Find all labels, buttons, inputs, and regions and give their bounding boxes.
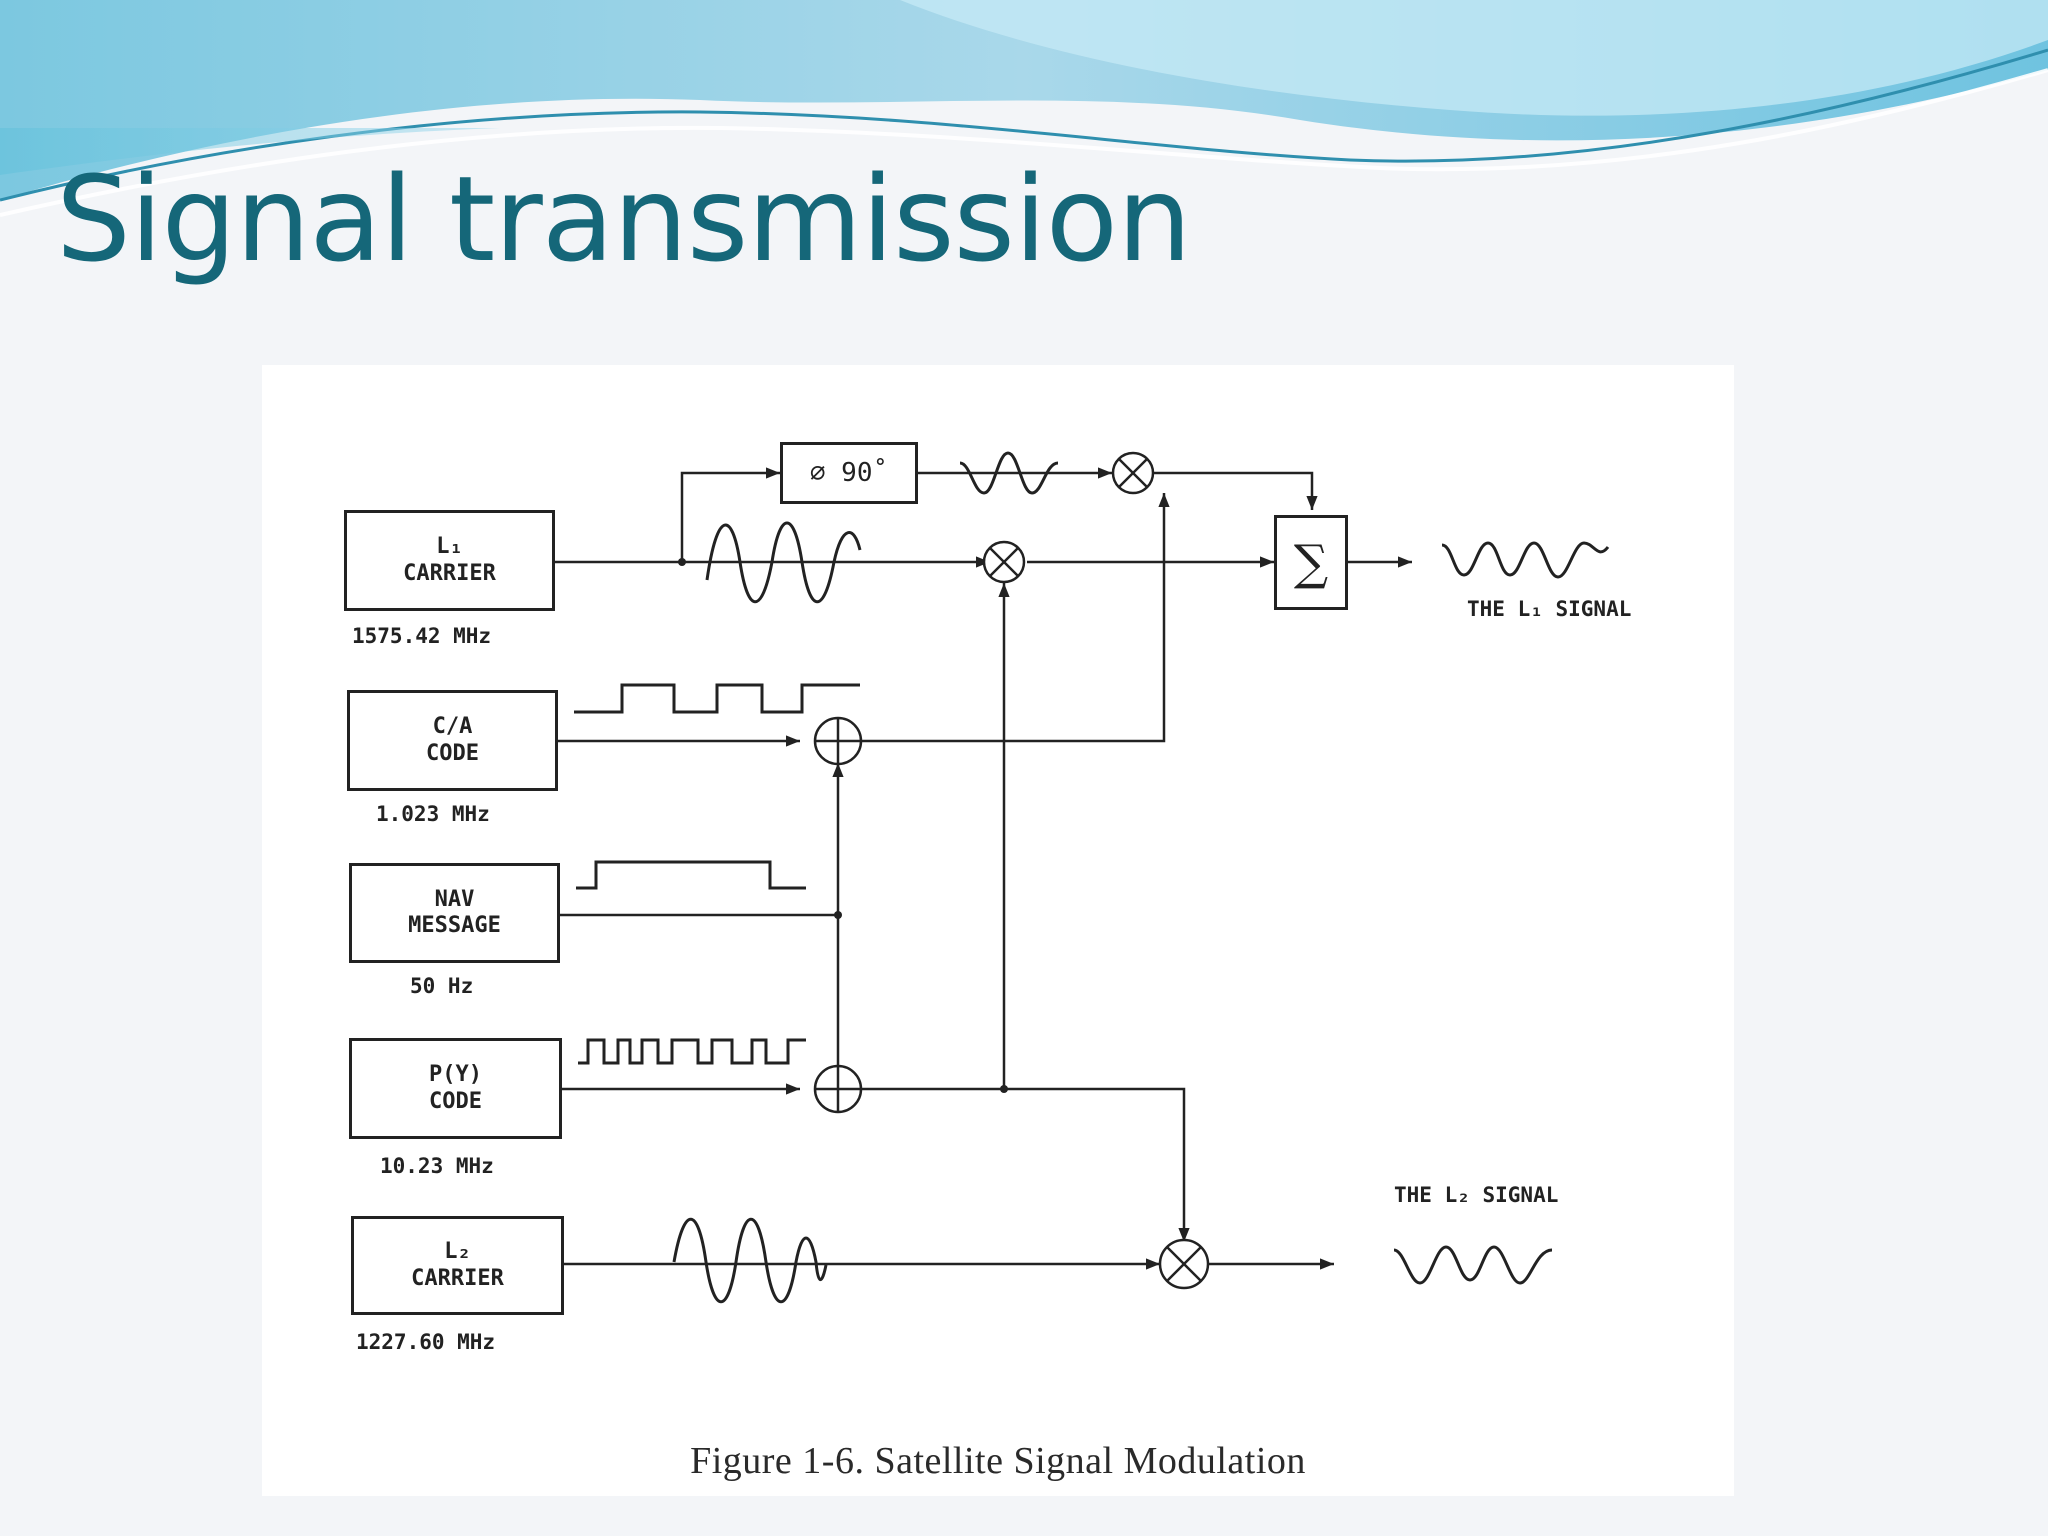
py-code-label-line1: P(Y): [429, 1062, 482, 1088]
l2-carrier-block: L₂ CARRIER: [351, 1216, 564, 1315]
sine-wave-icon: [959, 451, 1059, 495]
header-wave-decoration: [0, 0, 2048, 217]
ca-code-label-line1: C/A: [432, 714, 473, 740]
py-code-block: P(Y) CODE: [349, 1038, 562, 1139]
junction-dot: [1000, 1085, 1008, 1093]
l2-carrier-label-line2: CARRIER: [411, 1265, 504, 1291]
nav-message-label-line2: MESSAGE: [408, 913, 501, 938]
ca-adder-to-quad-mixer-line: [838, 493, 1170, 743]
junction-dot: [834, 911, 842, 919]
l2-output-wave: [1393, 1245, 1553, 1285]
square-wave-icon: [576, 860, 806, 890]
mixer-icon: [1111, 451, 1155, 495]
square-wave-icon: [578, 1038, 806, 1065]
l1-phase-branch-line: [680, 467, 780, 562]
l1-carrier-frequency: 1575.42 MHz: [352, 624, 492, 648]
slide-title: Signal transmission: [56, 150, 1192, 288]
py-code-label-line2: CODE: [429, 1088, 482, 1114]
ca-code-block: C/A CODE: [347, 690, 558, 791]
sine-wave-icon: [672, 1217, 828, 1304]
modulo2-adder-icon: [813, 716, 863, 766]
junction-dot: [678, 558, 686, 566]
summer-icon: ∑: [1274, 515, 1348, 610]
l1-output-wave: [1441, 541, 1610, 579]
phase-shifter-block: ⌀ 90˚: [780, 442, 918, 504]
l1-carrier-label-line2: CARRIER: [403, 560, 496, 586]
mixer-icon: [1158, 1238, 1210, 1290]
l1-signal-label: THE L₁ SIGNAL: [1467, 597, 1632, 621]
nav-message-frequency: 50 Hz: [410, 974, 474, 998]
l1-carrier-label-line1: L₁: [436, 534, 463, 560]
mixer-icon: [982, 540, 1026, 584]
l2-signal-label: THE L₂ SIGNAL: [1394, 1183, 1559, 1207]
l1-carrier-block: L₁ CARRIER: [344, 510, 555, 611]
nav-message-block: NAV MESSAGE: [349, 863, 560, 963]
py-code-frequency: 10.23 MHz: [380, 1154, 494, 1178]
py-adder-to-l2-mixer-line: [860, 1087, 1190, 1242]
modulation-diagram: [555, 451, 1610, 1304]
l2-carrier-label-line1: L₂: [444, 1239, 471, 1265]
ca-code-frequency: 1.023 MHz: [376, 802, 490, 826]
figure-caption: Figure 1-6. Satellite Signal Modulation: [690, 1440, 1306, 1482]
figure-panel: L₁ CARRIER 1575.42 MHz C/A CODE 1.023 MH…: [262, 365, 1734, 1496]
l2-carrier-frequency: 1227.60 MHz: [356, 1330, 496, 1354]
quad-mixer-to-summer-line: [1152, 471, 1318, 510]
ca-code-label-line2: CODE: [426, 740, 479, 766]
nav-message-label-line1: NAV: [434, 886, 475, 912]
sine-wave-icon: [705, 521, 862, 604]
modulo2-adder-icon: [813, 1064, 863, 1114]
square-wave-icon: [574, 683, 860, 714]
